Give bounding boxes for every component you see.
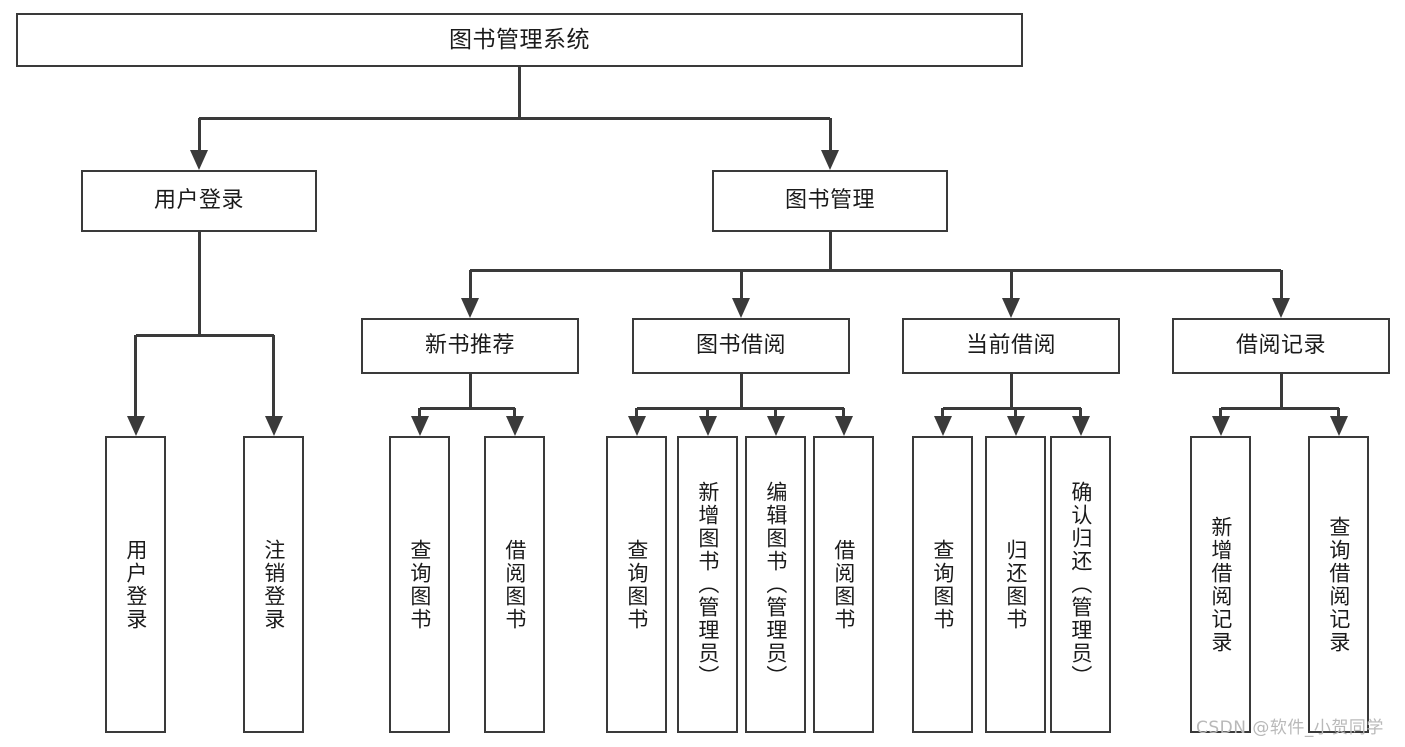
- node-root-图书管理系统-label: 图书管理系统: [449, 26, 590, 53]
- connector-drop: [1337, 408, 1340, 418]
- node-user-login[interactable]: 用户登录: [81, 170, 317, 232]
- connector-drop: [272, 335, 275, 418]
- arrow-head: [1071, 416, 1090, 436]
- node-leaf-add-record-label: 新增借阅记录: [1208, 515, 1233, 654]
- node-book-manage[interactable]: 图书管理: [712, 170, 948, 232]
- connector-bar: [470, 268, 1281, 272]
- node-root-图书管理系统[interactable]: 图书管理系统: [16, 13, 1023, 67]
- node-current-borrow-label: 当前借阅: [965, 333, 1056, 359]
- connector-drop: [774, 408, 777, 418]
- node-leaf-query-book-1-label: 查询图书: [407, 538, 432, 631]
- node-leaf-edit-book[interactable]: 编辑图书（管理员）: [745, 436, 806, 733]
- connector-drop: [706, 408, 709, 418]
- node-leaf-logout-login[interactable]: 注销登录: [243, 436, 304, 733]
- node-leaf-borrow-book-2-label: 借阅图书: [831, 538, 856, 631]
- node-leaf-query-book-3[interactable]: 查询图书: [912, 436, 973, 733]
- connector-stem: [197, 232, 201, 335]
- connector-stem: [1279, 374, 1283, 408]
- node-leaf-confirm-return[interactable]: 确认归还（管理员）: [1050, 436, 1111, 733]
- node-leaf-add-book[interactable]: 新增图书（管理员）: [677, 436, 738, 733]
- node-user-login-label: 用户登录: [153, 188, 244, 214]
- arrow-head: [461, 298, 479, 318]
- connector-drop: [941, 408, 944, 418]
- node-leaf-add-book-label: 新增图书（管理员）: [695, 481, 720, 688]
- node-borrow-record-label: 借阅记录: [1235, 333, 1326, 359]
- arrow-head: [126, 416, 145, 436]
- connector-drop: [1014, 408, 1017, 418]
- connector-drop: [418, 408, 421, 418]
- arrow-head: [627, 416, 646, 436]
- node-leaf-query-record-label: 查询借阅记录: [1326, 515, 1351, 654]
- connector-drop: [828, 118, 832, 152]
- node-leaf-logout-login-label: 注销登录: [261, 538, 286, 631]
- arrow-head: [1272, 298, 1290, 318]
- connector-drop: [134, 335, 137, 418]
- connector-stem: [1009, 374, 1013, 408]
- node-book-borrow[interactable]: 图书借阅: [632, 318, 850, 374]
- connector-drop: [513, 408, 516, 418]
- connector-drop: [1279, 270, 1283, 300]
- node-leaf-query-record[interactable]: 查询借阅记录: [1308, 436, 1369, 733]
- arrow-head: [505, 416, 524, 436]
- node-leaf-query-book-2-label: 查询图书: [624, 538, 649, 631]
- arrow-head: [834, 416, 853, 436]
- node-leaf-return-book-label: 归还图书: [1003, 538, 1028, 631]
- arrow-head: [732, 298, 750, 318]
- arrow-head: [1006, 416, 1025, 436]
- connector-bar: [942, 406, 1081, 410]
- arrow-head: [821, 150, 839, 170]
- connector-drop: [635, 408, 638, 418]
- connector-drop: [197, 118, 201, 152]
- node-leaf-query-book-2[interactable]: 查询图书: [606, 436, 667, 733]
- arrow-head: [1002, 298, 1020, 318]
- arrow-head: [264, 416, 283, 436]
- node-book-manage-label: 图书管理: [784, 188, 875, 214]
- node-borrow-record[interactable]: 借阅记录: [1172, 318, 1390, 374]
- node-leaf-borrow-book-2[interactable]: 借阅图书: [813, 436, 874, 733]
- node-leaf-query-book-3-label: 查询图书: [930, 538, 955, 631]
- node-leaf-borrow-book-1[interactable]: 借阅图书: [484, 436, 545, 733]
- connector-bar: [636, 406, 844, 410]
- arrow-head: [410, 416, 429, 436]
- connector-drop: [1219, 408, 1222, 418]
- node-current-borrow[interactable]: 当前借阅: [902, 318, 1120, 374]
- connector-bar: [1220, 406, 1339, 410]
- node-leaf-add-record[interactable]: 新增借阅记录: [1190, 436, 1251, 733]
- connector-bar: [419, 406, 515, 410]
- connector-bar: [199, 116, 830, 120]
- connector-stem: [739, 374, 743, 408]
- node-new-book-recommend[interactable]: 新书推荐: [361, 318, 579, 374]
- node-leaf-query-book-1[interactable]: 查询图书: [389, 436, 450, 733]
- connector-drop: [739, 270, 743, 300]
- connector-drop: [468, 270, 472, 300]
- arrow-head: [766, 416, 785, 436]
- arrow-head: [933, 416, 952, 436]
- node-leaf-user-login[interactable]: 用户登录: [105, 436, 166, 733]
- connector-stem: [828, 232, 832, 270]
- node-book-borrow-label: 图书借阅: [695, 333, 786, 359]
- connector-drop: [1079, 408, 1082, 418]
- node-leaf-borrow-book-1-label: 借阅图书: [502, 538, 527, 631]
- node-leaf-user-login-label: 用户登录: [123, 538, 148, 631]
- arrow-head: [1329, 416, 1348, 436]
- node-leaf-return-book[interactable]: 归还图书: [985, 436, 1046, 733]
- connector-stem: [518, 67, 521, 118]
- arrow-head: [190, 150, 208, 170]
- connector-stem: [468, 374, 472, 408]
- node-new-book-recommend-label: 新书推荐: [424, 333, 515, 359]
- connector-drop: [842, 408, 845, 418]
- connector-drop: [1009, 270, 1013, 300]
- connector-bar: [135, 333, 274, 337]
- arrow-head: [698, 416, 717, 436]
- arrow-head: [1211, 416, 1230, 436]
- node-leaf-confirm-return-label: 确认归还（管理员）: [1068, 481, 1093, 688]
- node-leaf-edit-book-label: 编辑图书（管理员）: [763, 481, 788, 688]
